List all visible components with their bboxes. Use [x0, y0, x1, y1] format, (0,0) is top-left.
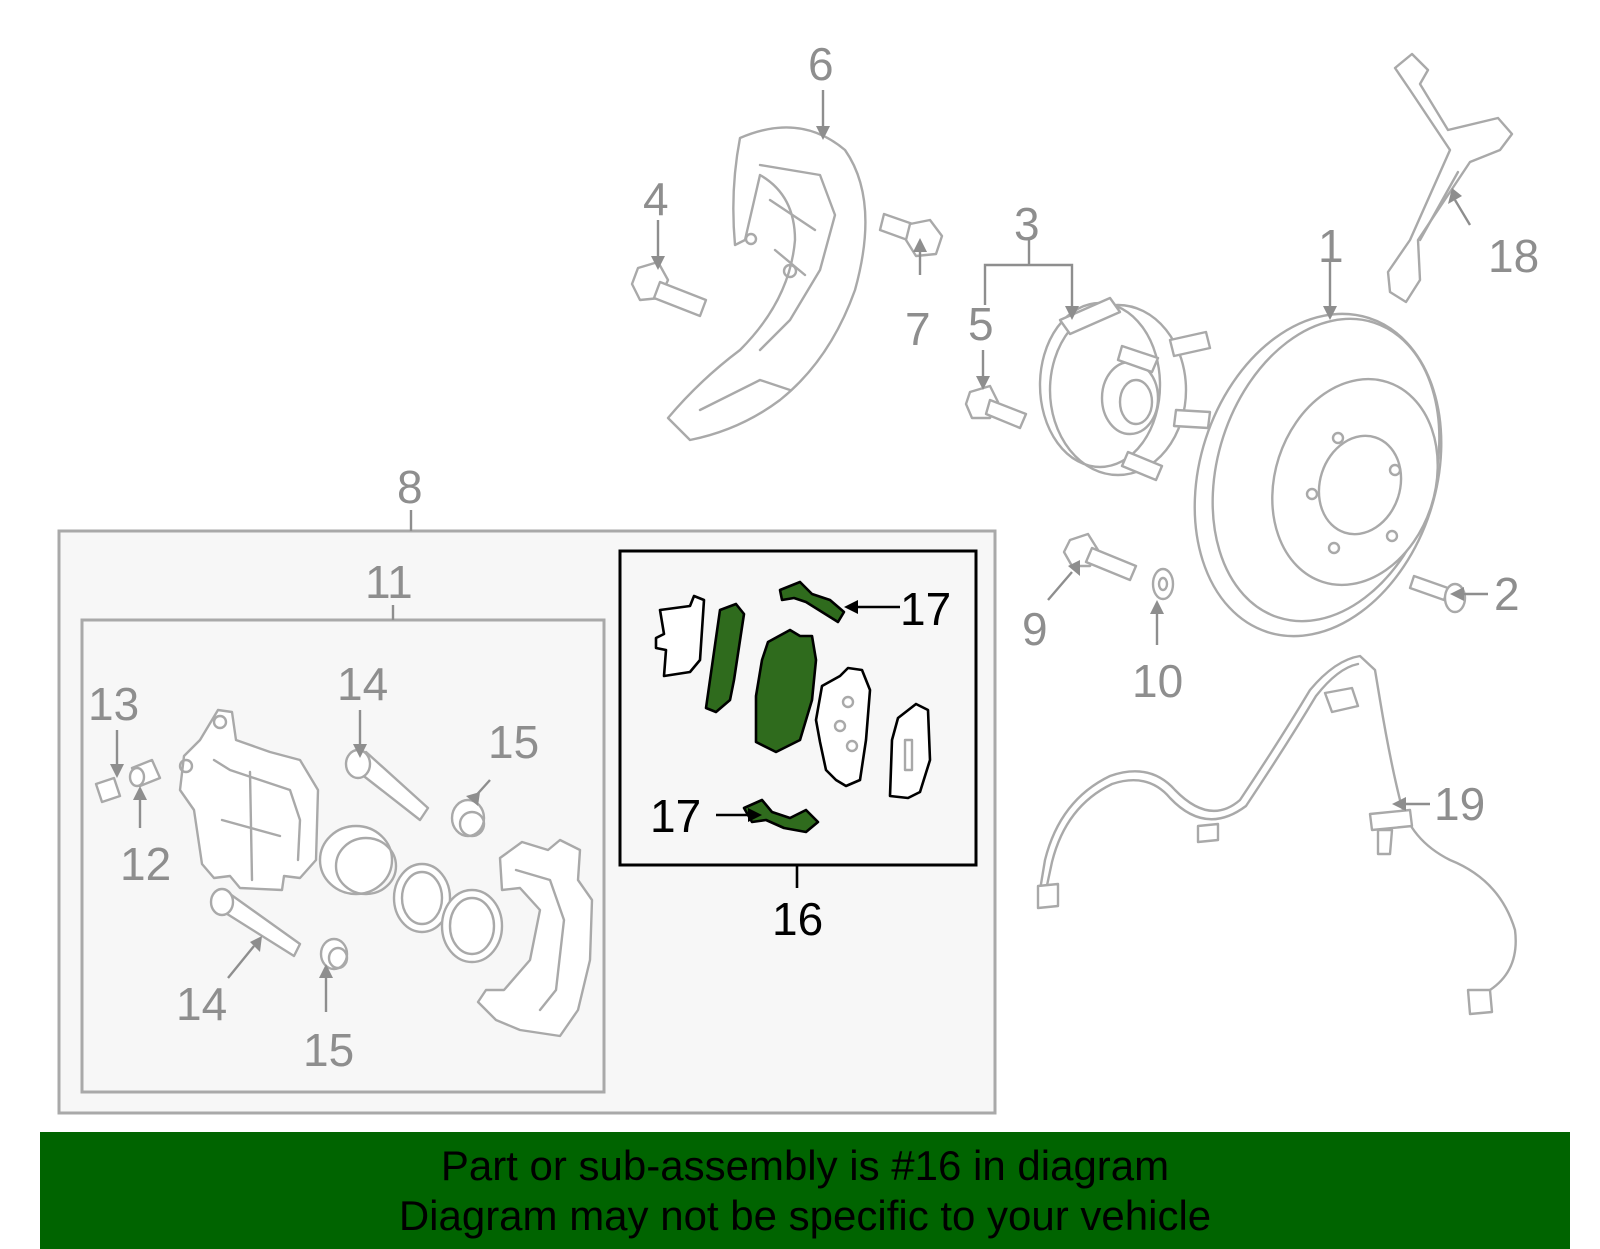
callout-13: 13 [88, 678, 139, 730]
callout-16: 16 [772, 893, 823, 945]
callout-18: 18 [1488, 230, 1539, 282]
callout-11: 11 [365, 556, 413, 608]
callout-1: 1 [1318, 220, 1344, 272]
callout-3: 3 [1014, 198, 1040, 250]
callout-15b: 15 [303, 1024, 354, 1076]
callout-15a: 15 [488, 716, 539, 768]
piston-and-seals [318, 824, 504, 964]
callout-4: 4 [643, 173, 669, 225]
dust-shield-part [666, 126, 867, 442]
bolt-7-part [878, 212, 944, 258]
callout-8: 8 [397, 461, 423, 513]
callout-5: 5 [968, 298, 994, 350]
washer-10-part [1151, 567, 1175, 601]
callout-9: 9 [1022, 603, 1048, 655]
callout-17a: 17 [900, 583, 951, 635]
callout-12: 12 [120, 838, 171, 890]
callout-10: 10 [1132, 655, 1183, 707]
guide-pin-parts [209, 748, 430, 958]
brake-pad-kit-part [654, 580, 932, 834]
bleeder-parts [94, 758, 162, 804]
caliper-body-part [178, 708, 320, 892]
brake-assembly-diagram: 1 2 3 4 5 6 7 8 9 10 11 12 13 14 14 15 1… [57, 38, 1539, 1115]
sensor-bracket-part [1386, 52, 1514, 304]
callout-19: 19 [1434, 778, 1485, 830]
footer-banner: Part or sub-assembly is #16 in diagram D… [40, 1132, 1570, 1249]
brake-rotor-part [1193, 312, 1443, 638]
footer-line-2: Diagram may not be specific to your vehi… [398, 1191, 1212, 1239]
callout-2: 2 [1494, 568, 1520, 620]
callout-6: 6 [808, 38, 834, 90]
arrow-heads [110, 126, 1464, 978]
bolt-4-part [630, 260, 708, 318]
footer-line-1: Part or sub-assembly is #16 in diagram [440, 1141, 1170, 1189]
callout-17b: 17 [650, 790, 701, 842]
callout-14a: 14 [337, 658, 388, 710]
arrow-heads-dark [748, 600, 858, 822]
callout-14b: 14 [176, 978, 227, 1030]
wheel-hub-part [1038, 296, 1212, 482]
caliper-bracket-part [476, 838, 594, 1038]
callout-labels: 1 2 3 4 5 6 7 8 9 10 11 12 13 14 14 15 1… [88, 38, 1539, 1076]
bolt-9-part [1062, 532, 1138, 582]
abs-sensor-cable-part [1036, 654, 1517, 1016]
pin-boot-parts [319, 798, 486, 971]
callout-7: 7 [905, 303, 931, 355]
bolt-5-part [964, 384, 1028, 430]
